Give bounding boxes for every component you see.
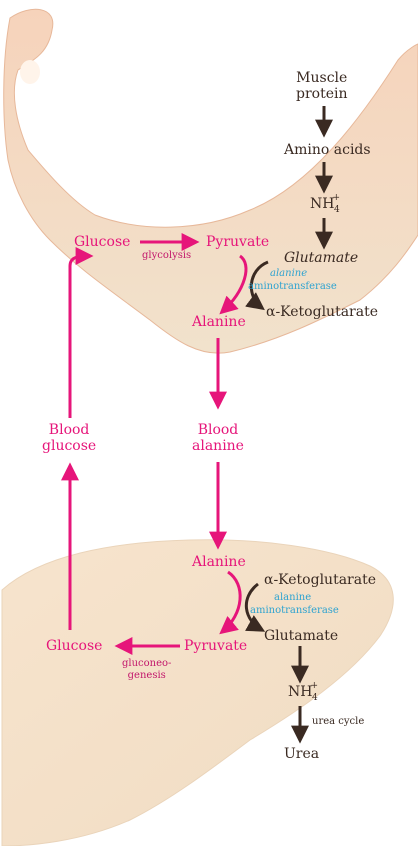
glucose-label-muscle: Glucose [74, 234, 130, 250]
glycolysis-label: glycolysis [142, 250, 191, 262]
urea-cycle-label: urea cycle [312, 716, 364, 728]
nh4-label-muscle: NH+4 [310, 196, 348, 212]
alanine-label-muscle: Alanine [192, 314, 246, 330]
muscle-protein-label: Muscle protein [296, 70, 348, 102]
muscle-arm-illustration [4, 9, 418, 353]
amino-acids-label: Amino acids [284, 142, 371, 158]
blood-alanine-label: Blood alanine [192, 422, 244, 454]
arrow-blood-glucose-to-muscle-glucose [70, 256, 90, 418]
alanine-label-liver: Alanine [192, 554, 246, 570]
enzyme-label-liver-1: alanine [274, 592, 311, 604]
pyruvate-label-liver: Pyruvate [184, 638, 247, 654]
glucose-label-liver: Glucose [46, 638, 102, 654]
glutamate-label-muscle: Glutamate [284, 250, 358, 266]
gluconeogenesis-label: gluconeo- genesis [122, 658, 171, 681]
enzyme-label-muscle-1: alanine [270, 268, 307, 280]
pyruvate-label-muscle: Pyruvate [206, 234, 269, 250]
arm-shoulder-highlight [20, 60, 40, 84]
enzyme-label-liver-2: aminotransferase [250, 605, 339, 617]
urea-label: Urea [284, 746, 319, 762]
blood-glucose-label: Blood glucose [42, 422, 96, 454]
alpha-ketoglutarate-label-muscle: α-Ketoglutarate [266, 304, 378, 320]
enzyme-label-muscle-2: aminotransferase [248, 281, 337, 293]
alpha-ketoglutarate-label-liver: α-Ketoglutarate [264, 572, 376, 588]
nh4-label-liver: NH+4 [288, 684, 326, 700]
glutamate-label-liver: Glutamate [264, 628, 338, 644]
